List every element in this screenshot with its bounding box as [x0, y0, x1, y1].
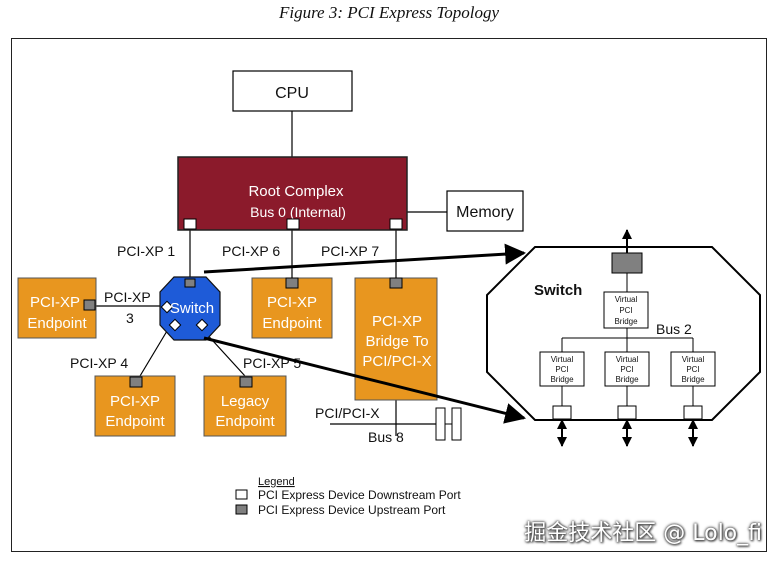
- root-complex-box: [177, 156, 408, 231]
- switch-internal-wiring: [561, 273, 694, 406]
- cpu-label: CPU: [275, 85, 309, 102]
- vbridge-text: Virtual: [615, 295, 638, 304]
- legend-title: Legend: [258, 476, 295, 488]
- watermark: 掘金技术社区 @ Lolo_fi: [524, 521, 762, 546]
- downstream-port: [160, 300, 174, 314]
- vbridge-text: PCI: [620, 365, 633, 374]
- legend-downstream-swatch: [235, 489, 248, 500]
- vbridge-text: Virtual: [616, 355, 639, 364]
- endpoint-left-label-2: Endpoint: [27, 315, 87, 332]
- vbridge-text: Bridge: [681, 375, 705, 384]
- cpu-box: [232, 70, 353, 112]
- vbridge-text: Virtual: [551, 355, 574, 364]
- link-label-pcixp5: PCI-XP 5: [243, 355, 301, 371]
- link-label-pcixp4: PCI-XP 4: [70, 355, 128, 371]
- downstream-port: [389, 218, 403, 230]
- upstream-port: [184, 278, 196, 288]
- vbridge-text: PCI: [555, 365, 568, 374]
- legend-upstream-swatch: [235, 504, 248, 515]
- link-label-pcixp3-number: 3: [126, 310, 134, 326]
- virtual-pci-bridge-top: [603, 291, 649, 329]
- upstream-port: [285, 277, 299, 289]
- downstream-port: [183, 218, 197, 230]
- bridge-label: PCI-XP: [372, 313, 422, 330]
- virtual-pci-bridge-1: [539, 351, 585, 387]
- endpoint-4-label: PCI-XP: [110, 393, 160, 410]
- switch-label: Switch: [170, 300, 214, 317]
- zoom-arrow-upper: [203, 243, 527, 274]
- diagram-frame: [11, 38, 767, 552]
- link-lines: [96, 111, 447, 436]
- vbridge-text: Bridge: [550, 375, 574, 384]
- pci-bus-label: PCI/PCI-X: [315, 405, 380, 421]
- pci-slot-icon: [435, 407, 462, 441]
- downstream-port: [168, 318, 182, 332]
- vbridge-text: Bridge: [614, 317, 638, 326]
- endpoint-left-label: PCI-XP: [30, 294, 80, 311]
- vbridge-text: Virtual: [682, 355, 705, 364]
- upstream-port: [611, 252, 643, 274]
- downstream-port: [195, 318, 209, 332]
- legend-upstream-label: PCI Express Device Upstream Port: [258, 503, 446, 517]
- virtual-pci-bridge-2: [604, 351, 650, 387]
- bus2-label: Bus 2: [656, 321, 692, 337]
- link-label-pcixp6: PCI-XP 6: [222, 243, 280, 259]
- upstream-port: [389, 277, 403, 289]
- link-label-pcixp3: PCI-XP: [104, 289, 151, 305]
- endpoint-6-label-2: Endpoint: [262, 315, 322, 332]
- bridge-label-3: PCI/PCI-X: [362, 353, 431, 370]
- upstream-port: [129, 376, 143, 388]
- root-complex-label: Root Complex: [248, 183, 344, 200]
- virtual-pci-bridge-3: [670, 351, 716, 387]
- legacy-endpoint-label-2: Endpoint: [215, 413, 275, 430]
- bridge-label-2: Bridge To: [365, 333, 428, 350]
- legacy-endpoint-label: Legacy: [221, 393, 270, 410]
- upstream-port: [83, 299, 96, 311]
- switch-detail-title: Switch: [534, 282, 582, 299]
- link-label-pcixp1: PCI-XP 1: [117, 243, 175, 259]
- vbridge-text: PCI: [619, 306, 632, 315]
- endpoint-left-box: [17, 277, 97, 339]
- downstream-port: [552, 405, 572, 420]
- figure-caption: Figure 3: PCI Express Topology: [278, 3, 500, 22]
- downstream-port: [683, 405, 703, 420]
- legend-downstream-label: PCI Express Device Downstream Port: [258, 488, 461, 502]
- bus8-label: Bus 8: [368, 429, 404, 445]
- memory-box: [446, 190, 524, 232]
- downstream-port: [617, 405, 637, 420]
- downstream-port: [286, 218, 300, 230]
- zoom-arrow-lower: [203, 336, 527, 424]
- root-complex-bus-label: Bus 0 (Internal): [250, 204, 346, 220]
- vbridge-text: PCI: [686, 365, 699, 374]
- vbridge-text: Bridge: [615, 375, 639, 384]
- upstream-port: [239, 376, 253, 388]
- endpoint-4-label-2: Endpoint: [105, 413, 165, 430]
- memory-label: Memory: [456, 204, 514, 221]
- link-label-pcixp7: PCI-XP 7: [321, 243, 379, 259]
- endpoint-6-label: PCI-XP: [267, 294, 317, 311]
